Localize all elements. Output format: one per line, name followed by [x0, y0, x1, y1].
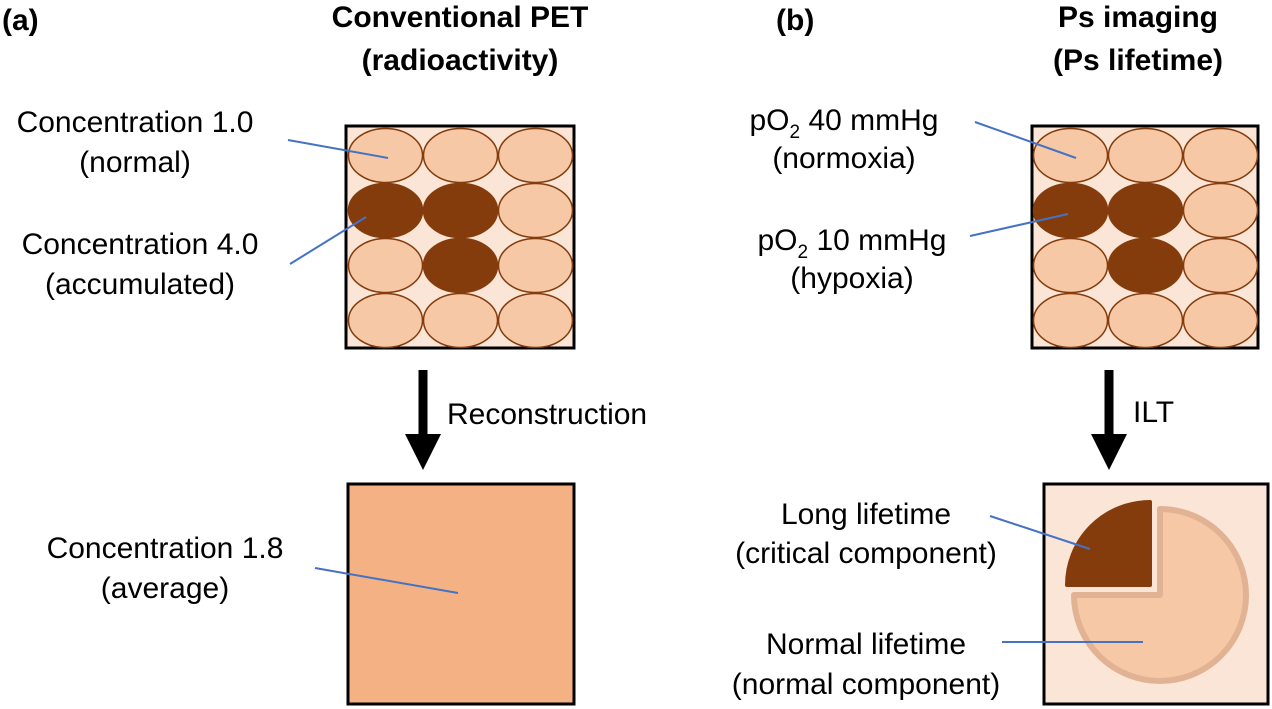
- ps-cell-light: [1032, 237, 1109, 294]
- ps-cell-grid: [1032, 127, 1259, 349]
- ps-cell-light: [1182, 292, 1259, 349]
- leader-line-average: [314, 567, 459, 594]
- reconstruction-label: Reconstruction: [447, 398, 647, 431]
- label-hypoxia: (hypoxia): [790, 262, 913, 295]
- pet-cell-light: [497, 237, 574, 294]
- panel-b: (b) Ps imaging (Ps lifetime) pO2 40 mmHg…: [732, 1, 1270, 706]
- normal-lifetime-slice: [1071, 506, 1249, 684]
- pet-cell-dark: [347, 182, 424, 239]
- leader-line-accumulated: [289, 216, 367, 265]
- ps-cell-light: [1032, 292, 1109, 349]
- leader-line-normoxia: [974, 121, 1077, 159]
- ps-cell-light: [1182, 127, 1259, 184]
- ilt-label: ILT: [1133, 396, 1174, 429]
- pet-cell-light: [347, 127, 424, 184]
- panel-a-tag: (a): [2, 4, 39, 37]
- label-po2-hypoxia: pO2 10 mmHg: [758, 224, 947, 263]
- panel-b-tag: (b): [776, 4, 814, 37]
- leader-line-hypoxia: [969, 213, 1069, 237]
- pet-cell-light: [347, 292, 424, 349]
- label-normal: (normal): [79, 146, 191, 179]
- ps-cell-light: [1182, 237, 1259, 294]
- panel-b-title-line1: Ps imaging: [1058, 1, 1218, 34]
- pet-cell-light: [497, 292, 574, 349]
- label-concentration-average: Concentration 1.8: [47, 532, 284, 565]
- ps-cell-dark: [1107, 182, 1184, 239]
- label-average: (average): [101, 572, 229, 605]
- ps-cell-dark: [1032, 182, 1109, 239]
- label-po2-normoxia: pO2 40 mmHg: [750, 104, 939, 143]
- label-accumulated: (accumulated): [45, 268, 235, 301]
- leader-line-long: [989, 515, 1091, 550]
- ps-cell-light: [1107, 127, 1184, 184]
- pet-cell-light: [497, 127, 574, 184]
- label-critical-component: (critical component): [735, 537, 997, 570]
- panel-a-title-line2: (radioactivity): [362, 44, 559, 77]
- ps-cell-dark: [1107, 237, 1184, 294]
- label-normoxia: (normoxia): [772, 142, 915, 175]
- panel-b-title-line2: (Ps lifetime): [1053, 44, 1223, 77]
- average-box: [346, 482, 576, 706]
- ps-cell-light: [1182, 182, 1259, 239]
- pet-cell-light: [497, 182, 574, 239]
- pet-cell-grid: [347, 127, 574, 349]
- label-concentration-accumulated: Concentration 4.0: [22, 228, 259, 261]
- label-normal-lifetime: Normal lifetime: [766, 628, 966, 661]
- panel-a: (a) Conventional PET (radioactivity) Con…: [2, 1, 647, 706]
- leader-line-normal: [287, 139, 389, 159]
- panel-a-title-line1: Conventional PET: [332, 1, 589, 34]
- label-normal-component: (normal component): [732, 668, 1000, 701]
- label-concentration-normal: Concentration 1.0: [17, 106, 254, 139]
- pet-cell-dark: [422, 182, 499, 239]
- label-long-lifetime: Long lifetime: [781, 498, 951, 531]
- pet-cell-light: [347, 237, 424, 294]
- pet-cell-light: [422, 127, 499, 184]
- pet-cell-dark: [422, 237, 499, 294]
- long-lifetime-slice: [1065, 500, 1152, 587]
- ps-cell-light: [1107, 292, 1184, 349]
- pet-cell-light: [422, 292, 499, 349]
